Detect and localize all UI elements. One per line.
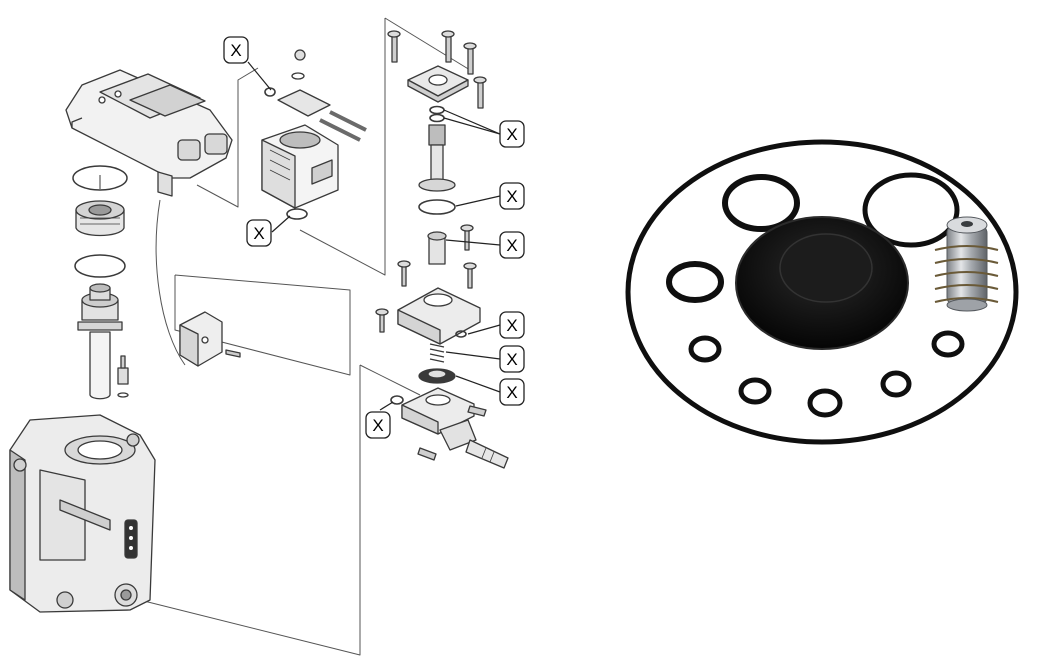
diaphragm-large [735, 216, 909, 350]
callout-7: X [499, 345, 525, 373]
callout-3: X [499, 120, 525, 148]
oring-small-2 [429, 113, 445, 123]
seal-kit-photo [625, 139, 1019, 445]
svg-text:X: X [506, 236, 517, 255]
small-spring [429, 343, 445, 363]
svg-text:X: X [506, 383, 517, 402]
oring-bottom-left [390, 395, 404, 405]
callout-6: X [499, 311, 525, 339]
valve-body-bottom [401, 387, 509, 469]
callout-8: X [499, 378, 525, 406]
exploded-view: X X X X X X X X [9, 17, 525, 656]
oring-mid-right [418, 199, 456, 215]
callout-4: X [499, 182, 525, 210]
oring-outer-large [625, 139, 1019, 445]
plunger-spring [934, 216, 999, 312]
oring-medium-right [862, 172, 960, 248]
oring-left [666, 261, 724, 303]
coil-bracket [264, 49, 367, 142]
valve-tube [77, 283, 123, 400]
callout-5: X [499, 231, 525, 259]
valve-body-middle [375, 287, 481, 345]
oring-small-1 [429, 105, 445, 115]
pump-body [9, 414, 156, 613]
callout-1: X [223, 36, 249, 64]
svg-text:X: X [230, 41, 241, 60]
callout-9: X [365, 411, 391, 439]
solenoid-coil [261, 124, 339, 209]
callout-2: X [246, 219, 272, 247]
svg-text:X: X [372, 416, 383, 435]
svg-text:X: X [506, 125, 517, 144]
svg-text:X: X [253, 224, 264, 243]
svg-text:X: X [506, 350, 517, 369]
assembly-leader-lines [139, 17, 471, 656]
svg-text:X: X [506, 187, 517, 206]
oring-coil [286, 208, 308, 220]
top-cover-plate [387, 30, 487, 109]
oring-large-top [72, 165, 128, 191]
oring-small-b [738, 377, 772, 405]
svg-text:X: X [506, 316, 517, 335]
diaphragm-small [418, 368, 456, 384]
oring-small-d [880, 370, 912, 398]
oring-large-middle [74, 254, 126, 278]
oring-medium-left [722, 174, 800, 232]
small-fitting [117, 355, 129, 398]
plunger-tube [418, 124, 456, 192]
plug-connector [179, 311, 241, 367]
threaded-nut [75, 200, 125, 237]
callout-pointers [247, 61, 501, 411]
control-housing [65, 69, 233, 197]
oring-small-a [688, 335, 722, 363]
oring-small-c [807, 388, 843, 418]
armature [397, 224, 477, 289]
oring-body-right [455, 330, 467, 338]
oring-small-e [931, 330, 965, 358]
